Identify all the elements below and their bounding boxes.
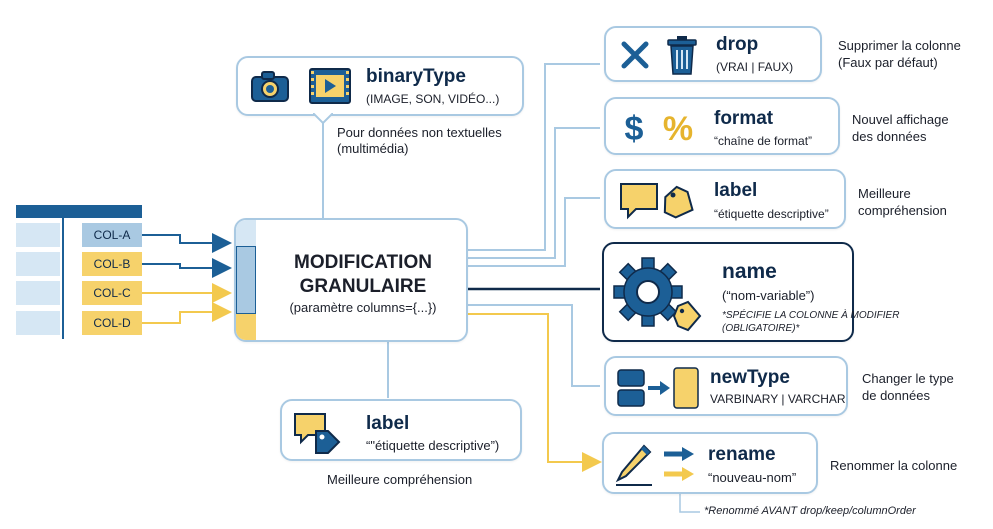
link-label-right bbox=[466, 197, 600, 267]
label-right-title: label bbox=[714, 180, 758, 201]
label-right-note-2: compréhension bbox=[858, 203, 947, 218]
link-rename bbox=[466, 313, 602, 472]
newtype-note-1: Changer le type bbox=[862, 371, 954, 386]
format-note-1: Nouvel affichage bbox=[852, 112, 949, 127]
rename-box: rename “nouveau-nom” bbox=[602, 432, 818, 494]
rename-title: rename bbox=[708, 444, 776, 465]
center-title-1: MODIFICATION bbox=[294, 252, 432, 273]
binarytype-note-2: (multimédia) bbox=[337, 141, 409, 156]
table-row-a bbox=[82, 223, 142, 247]
format-value: “chaîne de format” bbox=[714, 134, 813, 148]
svg-text:%: % bbox=[663, 110, 693, 147]
format-box: $ % format “chaîne de format” bbox=[604, 97, 840, 155]
gear-icon bbox=[613, 257, 702, 332]
name-box: name (“nom-variable”) *SPÉCIFIE LA COLON… bbox=[602, 242, 899, 342]
arrow-col-a bbox=[142, 233, 232, 253]
video-icon bbox=[309, 68, 351, 104]
binarytype-values: (IMAGE, SON, VIDÉO...) bbox=[366, 92, 500, 106]
col-d-label: COL-D bbox=[93, 316, 131, 330]
drop-box: drop (VRAI | FAUX) bbox=[604, 26, 822, 82]
center-box: MODIFICATION GRANULAIRE (paramètre colum… bbox=[234, 218, 468, 342]
rename-note: Renommer la colonne bbox=[830, 458, 958, 473]
center-title-2: GRANULAIRE bbox=[299, 276, 427, 297]
format-title: format bbox=[714, 108, 774, 129]
col-c-label: COL-C bbox=[93, 286, 131, 300]
arrow-col-b bbox=[142, 258, 232, 278]
table-row-d-left bbox=[16, 311, 60, 335]
newtype-note-2: de données bbox=[862, 388, 930, 403]
label-bottom-value: “"étiquette descriptive”) bbox=[366, 438, 500, 453]
drop-values: (VRAI | FAUX) bbox=[716, 60, 794, 74]
link-rename-footnote bbox=[679, 490, 700, 513]
label-bottom-box: label “"étiquette descriptive”) bbox=[280, 399, 522, 461]
drop-note-1: Supprimer la colonne bbox=[838, 38, 961, 53]
label-bottom-note: Meilleure compréhension bbox=[327, 472, 473, 487]
col-a-label: COL-A bbox=[93, 228, 131, 242]
rename-value: “nouveau-nom” bbox=[708, 470, 797, 485]
rename-footnote: *Renommé AVANT drop/keep/columnOrder bbox=[704, 505, 916, 517]
pencil-icon bbox=[615, 444, 652, 486]
table-row-a-left bbox=[16, 223, 60, 247]
drop-note-2: (Faux par défaut) bbox=[838, 55, 938, 70]
newtype-title: newType bbox=[710, 367, 790, 388]
rename-arrows-icon bbox=[664, 447, 694, 481]
format-note-2: des données bbox=[852, 129, 927, 144]
center-subtitle: (paramètre columns={...}) bbox=[289, 300, 437, 315]
table-row-c-left bbox=[16, 281, 60, 305]
dollar-icon: $ bbox=[625, 110, 644, 147]
name-title: name bbox=[722, 260, 777, 283]
center-strip bbox=[236, 220, 256, 340]
link-format bbox=[466, 127, 600, 259]
table-row-b bbox=[82, 252, 142, 276]
percent-icon: % bbox=[663, 110, 693, 147]
newtype-values: VARBINARY | VARCHAR bbox=[710, 392, 846, 406]
label-right-value: “étiquette descriptive” bbox=[714, 207, 829, 221]
name-value: (“nom-variable”) bbox=[722, 288, 815, 303]
binarytype-note-1: Pour données non textuelles bbox=[337, 125, 502, 140]
speech-tag-icon-right bbox=[620, 183, 694, 220]
arrow-col-d bbox=[142, 302, 232, 324]
drop-title: drop bbox=[716, 34, 759, 55]
close-icon bbox=[621, 41, 649, 69]
table-row-c bbox=[82, 281, 142, 305]
columns-table: COL-A COL-B COL-C COL-D bbox=[16, 205, 142, 339]
name-note-1: *SPÉCIFIE LA COLONNE À MODIFIER bbox=[722, 310, 900, 321]
camera-icon bbox=[251, 71, 289, 102]
convert-type-icon bbox=[617, 367, 699, 409]
label-bottom-title: label bbox=[366, 413, 410, 434]
newtype-box: newType VARBINARY | VARCHAR bbox=[604, 356, 848, 416]
label-right-note-1: Meilleure bbox=[858, 186, 911, 201]
speech-tag-icon bbox=[294, 413, 341, 454]
link-newtype bbox=[466, 304, 600, 387]
table-row-d bbox=[82, 311, 142, 335]
trash-icon bbox=[667, 36, 697, 75]
col-b-label: COL-B bbox=[93, 257, 131, 271]
table-row-b-left bbox=[16, 252, 60, 276]
binarytype-title: binaryType bbox=[366, 66, 466, 87]
table-divider bbox=[62, 205, 64, 339]
name-note-2: (OBLIGATOIRE)* bbox=[722, 323, 800, 334]
table-header bbox=[16, 205, 142, 218]
link-drop bbox=[466, 63, 600, 251]
label-right-box: label “étiquette descriptive” bbox=[604, 169, 846, 229]
binarytype-pointer bbox=[313, 113, 333, 125]
svg-text:$: $ bbox=[625, 110, 644, 147]
binarytype-box: binaryType (IMAGE, SON, VIDÉO...) bbox=[236, 56, 524, 116]
